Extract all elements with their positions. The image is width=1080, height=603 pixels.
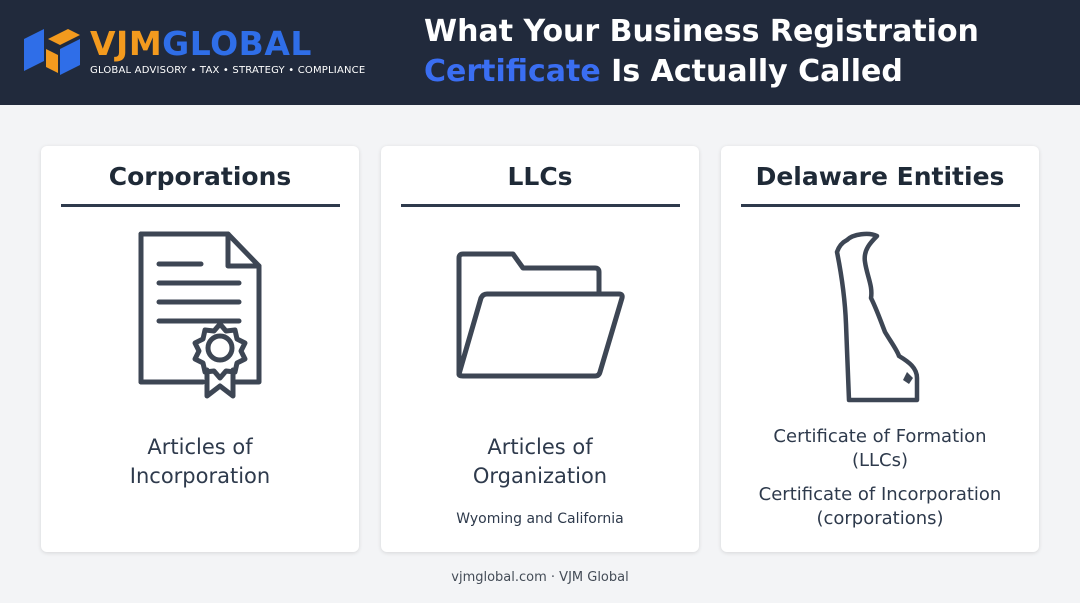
card-title: Corporations [108, 162, 292, 191]
header-banner: VJMGLOBAL GLOBAL ADVISORY • TAX • STRATE… [0, 0, 1080, 105]
desc-line: Incorporation [129, 464, 271, 488]
card-divider [61, 204, 340, 207]
open-folder-icon [456, 251, 625, 379]
card-delaware-entities: Delaware Entities Certificate of Formati… [721, 146, 1039, 552]
desc-line: Certificate of Formation [773, 426, 987, 447]
desc-line: (corporations) [816, 508, 944, 529]
card-divider [741, 204, 1020, 207]
title-line-2-rest: Is Actually Called [600, 54, 903, 89]
desc-line: Articles of [147, 435, 253, 459]
incorporation-certificate-text: Certificate of Incorporation (corporatio… [721, 483, 1039, 531]
brand-tagline: GLOBAL ADVISORY • TAX • STRATEGY • COMPL… [90, 65, 366, 76]
title-highlight: Certificate [424, 54, 601, 89]
jurisdiction-note: Wyoming and California [456, 511, 624, 527]
card-description: Articles of Organization [381, 433, 699, 491]
footer-credit: vjmglobal.com · VJM Global [451, 570, 629, 585]
desc-line: Certificate of Incorporation [758, 484, 1002, 505]
certificate-document-icon [138, 231, 262, 399]
delaware-state-outline-icon [834, 231, 920, 403]
title-line-2: Certificate Is Actually Called [424, 52, 1064, 92]
desc-line: Articles of [487, 435, 593, 459]
desc-line: (LLCs) [851, 450, 909, 471]
logo-cube-icon [24, 29, 80, 75]
formation-certificate-text: Certificate of Formation (LLCs) [721, 425, 1039, 473]
title-line-1: What Your Business Registration [424, 14, 979, 49]
brand-name: VJMGLOBAL [90, 24, 312, 63]
card-title: Delaware Entities [755, 162, 1005, 191]
card-corporations: Corporations Articles of Incorporation [41, 146, 359, 552]
desc-line: Organization [472, 464, 608, 488]
card-description: Articles of Incorporation [41, 433, 359, 491]
card-title: LLCs [507, 162, 573, 191]
card-llcs: LLCs Articles of Organization Wyoming an… [381, 146, 699, 552]
page-title: What Your Business Registration Certific… [424, 12, 1064, 92]
vjm-global-logo[interactable]: VJMGLOBAL GLOBAL ADVISORY • TAX • STRATE… [22, 24, 365, 79]
card-divider [401, 204, 680, 207]
